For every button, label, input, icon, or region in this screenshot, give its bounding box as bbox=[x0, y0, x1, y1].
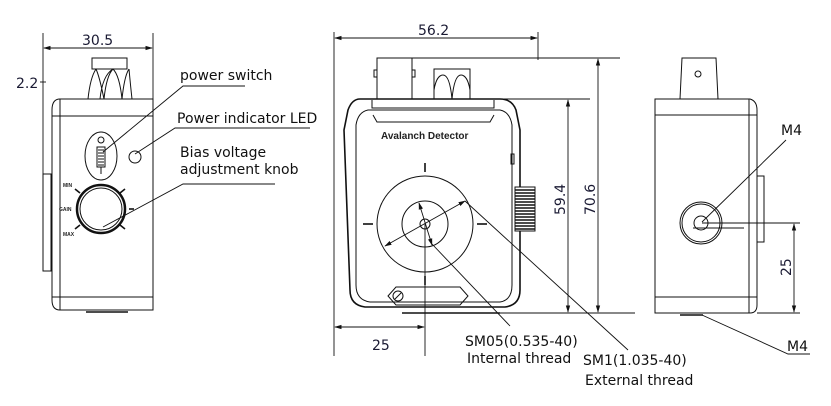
side-knob-profile bbox=[756, 175, 765, 243]
dimension-width-label: 30.5 bbox=[82, 33, 113, 49]
bias-knob-callout-line1: Bias voltage bbox=[180, 145, 266, 161]
bnc-pin bbox=[373, 69, 378, 78]
front-view: 56.2 59.4 70.6 Avalanch Detector bbox=[333, 23, 693, 389]
switch-on-symbol bbox=[97, 136, 105, 144]
bottom-screw bbox=[392, 290, 404, 302]
knob-gain-label: GAIN bbox=[59, 207, 72, 213]
connector-knurl bbox=[87, 68, 133, 100]
switch-outline bbox=[84, 131, 118, 181]
dimension-hole-height-label: 25 bbox=[779, 258, 795, 276]
m4-top-callout: M4 bbox=[781, 123, 802, 139]
sm1-callout-line2: External thread bbox=[585, 373, 693, 389]
dimension-body-height-label: 59.4 bbox=[553, 184, 569, 215]
dimension-width-label: 56.2 bbox=[418, 23, 449, 39]
housing-front bbox=[343, 98, 521, 308]
bias-knob[interactable] bbox=[74, 183, 134, 235]
m4-bottom-callout: M4 bbox=[787, 339, 808, 355]
sm05-callout-line1: SM05(0.535-40) bbox=[465, 334, 578, 350]
power-led bbox=[128, 150, 142, 164]
housing-body bbox=[51, 98, 154, 311]
screw-slot bbox=[394, 292, 402, 300]
knob-outer-ring bbox=[75, 183, 127, 235]
housing-top-lip bbox=[371, 100, 495, 109]
power-switch-callout: power switch bbox=[180, 68, 272, 84]
side-housing bbox=[654, 98, 758, 314]
power-led-callout: Power indicator LED bbox=[177, 111, 317, 127]
label-recess bbox=[372, 114, 495, 123]
housing-bezel bbox=[355, 109, 513, 303]
knob-leader bbox=[102, 183, 275, 228]
bnc-pin bbox=[411, 69, 416, 78]
sma-connector bbox=[433, 68, 471, 100]
knob-inner bbox=[79, 187, 123, 231]
sm1-leader bbox=[464, 200, 629, 351]
bnc-connector bbox=[376, 57, 413, 100]
knob-tick bbox=[74, 188, 81, 194]
bias-knob-callout-line2: adjustment knob bbox=[180, 162, 299, 178]
connector-hole bbox=[694, 70, 702, 78]
left-side-view: 30.5 2.2 bbox=[16, 33, 317, 313]
led-leader bbox=[134, 127, 310, 155]
knurled-knob-ridges bbox=[515, 189, 535, 230]
sm1-callout-line1: SM1(1.035-40) bbox=[583, 353, 687, 369]
right-side-view: 25 M4 M4 bbox=[654, 57, 810, 355]
side-strip bbox=[42, 173, 52, 272]
power-switch[interactable] bbox=[84, 131, 118, 181]
side-knurled-knob bbox=[514, 186, 536, 232]
dimension-center-offset-label: 25 bbox=[372, 338, 390, 354]
dimension-offset-label: 2.2 bbox=[16, 76, 38, 92]
knob-tick bbox=[74, 224, 81, 230]
sm05-diameter-arrow bbox=[418, 202, 433, 246]
m4-top-leader bbox=[701, 139, 787, 223]
side-tab bbox=[510, 153, 515, 165]
device-label: Avalanch Detector bbox=[381, 131, 469, 142]
dimension-total-height-label: 70.6 bbox=[583, 184, 599, 215]
sm05-leader bbox=[431, 243, 511, 327]
power-switch-leader bbox=[102, 85, 245, 153]
knob-tick bbox=[119, 224, 126, 230]
connector-cap bbox=[91, 57, 128, 70]
knob-min-label: MIN bbox=[63, 183, 73, 189]
switch-ridges bbox=[98, 149, 104, 166]
sm05-callout-line2: Internal thread bbox=[467, 351, 571, 367]
bottom-tab bbox=[387, 286, 469, 306]
knob-max-label: MAX bbox=[63, 232, 75, 238]
top-connector bbox=[679, 57, 719, 100]
m4-bottom-leader bbox=[701, 314, 810, 355]
knob-tick bbox=[119, 188, 126, 194]
